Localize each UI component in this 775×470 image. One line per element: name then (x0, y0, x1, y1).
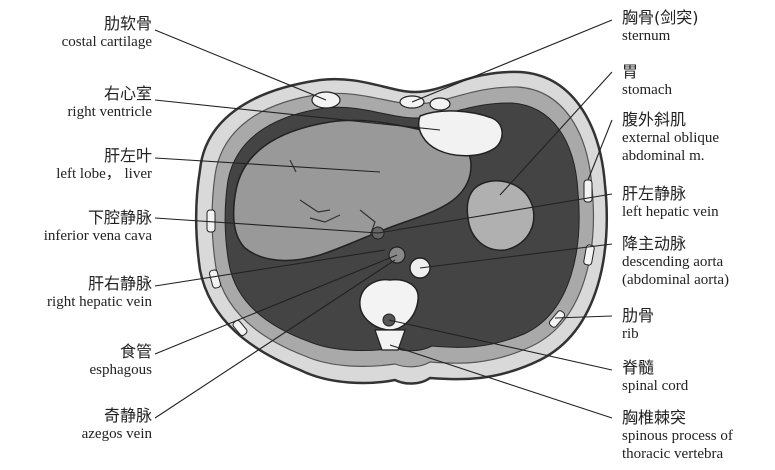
label-en-2: abdominal m. (622, 147, 719, 165)
label-esophagus: 食管 esphagous (0, 342, 152, 379)
label-zh: 奇静脉 (0, 406, 152, 425)
label-en: right ventricle (0, 103, 152, 121)
label-external-oblique: 腹外斜肌 external oblique abdominal m. (622, 110, 719, 165)
label-sternum: 胸骨(剑突) sternum (622, 8, 699, 45)
label-en: left lobe， liver (0, 165, 152, 183)
label-en: rib (622, 325, 654, 343)
label-en: azegos vein (0, 425, 152, 443)
label-en: inferior vena cava (0, 227, 152, 245)
label-left-hepatic-vein: 肝左静脉 left hepatic vein (622, 184, 719, 221)
label-stomach: 胃 stomach (622, 62, 672, 99)
label-zh: 胸骨(剑突) (622, 8, 699, 27)
label-azygos-vein: 奇静脉 azegos vein (0, 406, 152, 443)
label-left-lobe-liver: 肝左叶 left lobe， liver (0, 146, 152, 183)
label-descending-aorta: 降主动脉 descending aorta (abdominal aorta) (622, 234, 729, 289)
label-en-2: thoracic vertebra (622, 445, 733, 463)
label-zh: 肋软骨 (0, 14, 152, 33)
label-zh: 胃 (622, 62, 672, 81)
label-en: costal cartilage (0, 33, 152, 51)
label-zh: 肋骨 (622, 306, 654, 325)
label-en: spinous process of (622, 427, 733, 445)
label-en: left hepatic vein (622, 203, 719, 221)
label-zh: 下腔静脉 (0, 208, 152, 227)
label-en: sternum (622, 27, 699, 45)
label-right-ventricle: 右心室 right ventricle (0, 84, 152, 121)
label-en: external oblique (622, 129, 719, 147)
label-zh: 肝右静脉 (0, 274, 152, 293)
label-zh: 腹外斜肌 (622, 110, 719, 129)
label-costal-cartilage: 肋软骨 costal cartilage (0, 14, 152, 51)
label-en: descending aorta (622, 253, 729, 271)
label-en: stomach (622, 81, 672, 99)
label-inferior-vena-cava: 下腔静脉 inferior vena cava (0, 208, 152, 245)
label-spinous-process: 胸椎棘突 spinous process of thoracic vertebr… (622, 408, 733, 463)
label-zh: 肝左静脉 (622, 184, 719, 203)
label-right-hepatic-vein: 肝右静脉 right hepatic vein (0, 274, 152, 311)
label-zh: 胸椎棘突 (622, 408, 733, 427)
label-zh: 脊髓 (622, 358, 688, 377)
label-en: right hepatic vein (0, 293, 152, 311)
label-en-2: (abdominal aorta) (622, 271, 729, 289)
label-zh: 肝左叶 (0, 146, 152, 165)
label-zh: 降主动脉 (622, 234, 729, 253)
label-zh: 食管 (0, 342, 152, 361)
label-spinal-cord: 脊髓 spinal cord (622, 358, 688, 395)
label-en: esphagous (0, 361, 152, 379)
label-rib: 肋骨 rib (622, 306, 654, 343)
label-en: spinal cord (622, 377, 688, 395)
label-zh: 右心室 (0, 84, 152, 103)
